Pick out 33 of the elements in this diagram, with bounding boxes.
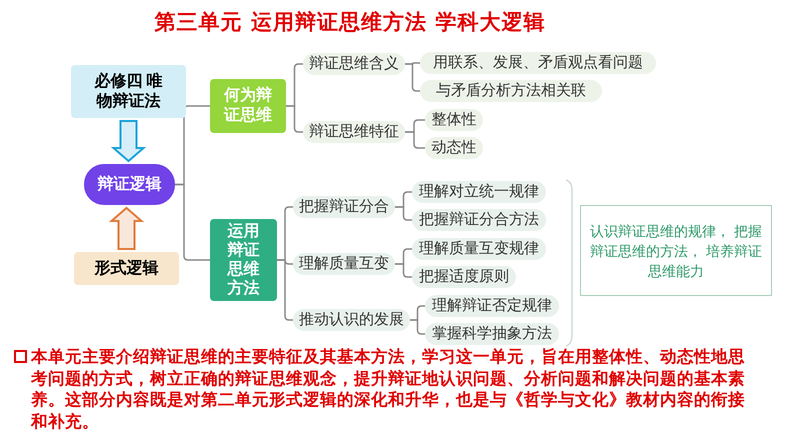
connector-line [405,131,425,149]
connector-line [395,206,412,221]
subtopic-label: 理解质量互变 [293,253,395,275]
summary-paragraph: 本单元主要介绍辩证思维的主要特征及其基本方法，学习这一单元，旨在用整体性、动态性地思考问题的方式，树立正确的辩证思维观念，提升辩证地认识问题、分析问题和解决问题的基本素养。这部分内容既是对第二单元形式逻辑的深化和升华，也是与《哲学与文化》教材内容的衔接和补充。 [31,346,746,432]
topic-box: 形式逻辑 [74,252,179,285]
branch-box: 运用辩证思维方法 [210,219,277,301]
central-topic-pill: 辩证逻辑 [84,164,175,205]
topic-box: 必修四 唯物辩证法 [71,65,186,118]
connector-line [175,184,210,261]
subtopic-label: 把握辩证分合 [293,196,395,218]
subtopic-label: 推动认识的发展 [293,309,410,331]
leaf-label: 整体性 [425,109,483,131]
subtopic-label: 辩证思维含义 [303,53,405,75]
leaf-label: 理解质量互变规律 [412,238,546,260]
branch-box: 何为辩证思维 [210,79,286,133]
leaf-label: 把握辩证分合方法 [412,209,546,231]
block-arrow [108,206,144,250]
block-arrow [110,120,146,162]
leaf-label: 把握适度原则 [412,266,516,288]
connector-line [395,263,412,278]
leaf-label: 理解对立统一规律 [412,181,546,203]
connector-line [277,259,293,321]
leaf-label: 与矛盾分析方法相关联 [420,80,602,102]
connector-line [286,105,303,133]
connector-line [405,63,420,92]
leaf-label: 用联系、发展、矛盾观点看问题 [420,52,656,74]
subtopic-label: 辩证思维特征 [303,121,405,143]
note-box: 认识辩证思维的规律， 把握辩证思维的方法， 培养辩证思维能力 [580,205,772,296]
leaf-label: 掌握科学抽象方法 [425,323,559,345]
connector-line [410,319,425,335]
title: 第三单元 运用辩证思维方法 学科大逻辑 [154,8,546,36]
leaf-label: 理解辩证否定规律 [425,295,559,317]
leaf-label: 动态性 [425,137,483,159]
